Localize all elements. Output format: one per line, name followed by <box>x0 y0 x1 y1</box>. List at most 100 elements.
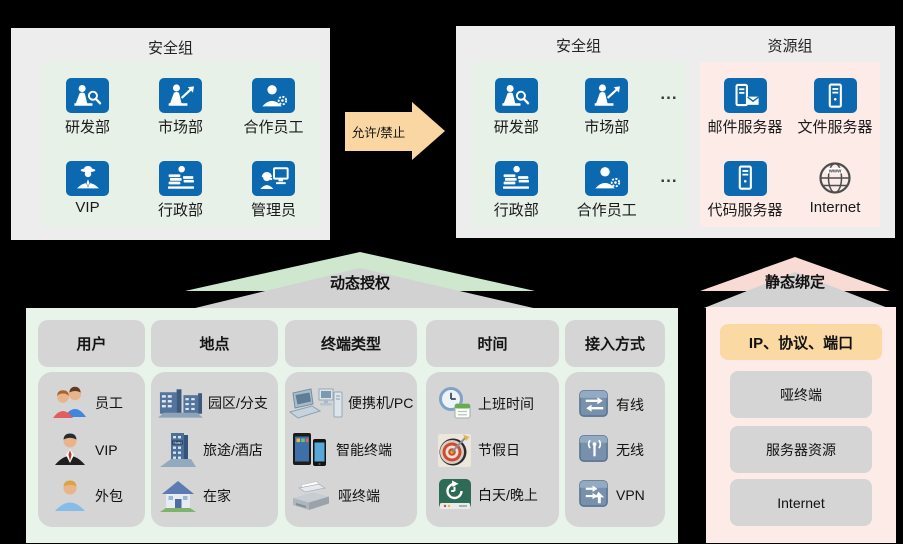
policy-item-dumb-terminal: 哑终端 <box>287 476 415 516</box>
group-member-marketing: 市场部 <box>134 62 227 145</box>
policy-item-wireless: 无线 <box>567 433 663 466</box>
policy-item-day-night: 白天/晚上 <box>428 477 557 513</box>
group-member-label: 研发部 <box>64 119 110 136</box>
policy-item-label: 哑终端 <box>338 488 380 505</box>
policy-item-hotel: Hotel 旅途/酒店 <box>153 430 276 470</box>
resource-group-title: 资源组 <box>767 38 813 55</box>
policy-item-laptop-pc: 便携机/PC <box>287 383 415 423</box>
group-member-vip: VIP <box>41 145 134 228</box>
destination-groups-panel: 安全组 资源组 研发部 <box>456 26 895 238</box>
hotel-icon: Hotel <box>158 430 198 470</box>
marketing-dept-icon <box>585 78 629 113</box>
group-member-administrator: 管理员 <box>227 145 320 228</box>
dest-security-group-area: 研发部 市场部 ... <box>471 62 686 227</box>
column-header: 地点 <box>151 320 278 367</box>
employees-icon <box>50 383 90 423</box>
source-security-group-panel: 安全组 研发部 <box>11 28 330 240</box>
binding-item-internet: Internet <box>730 479 872 526</box>
vpn-icon <box>578 478 611 511</box>
policy-item-wired: 有线 <box>567 388 663 421</box>
policy-item-smart-terminal: 智能终端 <box>287 430 415 470</box>
policy-item-label: 员工 <box>95 394 123 411</box>
policy-item-outsource: 外包 <box>40 476 143 516</box>
group-member-label: 市场部 <box>584 119 630 136</box>
resource-label: 代码服务器 <box>707 201 783 219</box>
binding-item-dumb-terminal: 哑终端 <box>730 371 872 418</box>
source-group-title: 安全组 <box>147 40 193 57</box>
group-member-admin-dept: 行政部 <box>471 145 562 228</box>
column-header: 时间 <box>426 320 559 367</box>
group-member-label: 合作员工 <box>243 119 304 136</box>
policy-item-home: 在家 <box>153 476 276 516</box>
more-members-ellipsis: ... <box>660 166 678 186</box>
group-member-rnd: 研发部 <box>41 62 134 145</box>
resource-group-area: 邮件服务器 文件服务器 <box>700 62 880 227</box>
dartboard-icon <box>437 432 473 468</box>
policy-item-label: 园区/分支 <box>208 394 268 411</box>
policy-item-label: 上班时间 <box>478 395 534 412</box>
resource-code-server: 代码服务器 <box>700 145 790 228</box>
policy-item-label: 在家 <box>203 488 231 505</box>
rnd-dept-icon <box>494 78 538 113</box>
laptop-pc-icon <box>289 383 343 423</box>
group-member-label: 管理员 <box>250 201 296 219</box>
wired-icon <box>578 388 611 421</box>
policy-matrix-panel: 用户 员工 <box>26 308 678 543</box>
group-member-label: 合作员工 <box>576 201 637 219</box>
static-bind-label: 静态绑定 <box>764 274 825 291</box>
allow-deny-arrow-head <box>412 102 445 160</box>
partner-staff-icon <box>252 78 295 113</box>
wireless-icon <box>578 433 611 466</box>
static-binding-panel: IP、协议、端口 哑终端 服务器资源 Internet <box>706 307 896 543</box>
group-member-marketing: 市场部 <box>562 62 653 145</box>
column-body: 员工 VIP <box>38 372 145 527</box>
policy-column-terminal-type: 终端类型 <box>285 320 417 527</box>
policy-item-holiday: 节假日 <box>428 432 557 468</box>
binding-item-server-resources: 服务器资源 <box>730 426 872 473</box>
vip-person-icon <box>50 430 90 470</box>
policy-item-employee: 员工 <box>40 383 143 423</box>
policy-item-label: 白天/晚上 <box>478 487 538 504</box>
policy-item-label: 有线 <box>616 396 644 413</box>
policy-item-label: 便携机/PC <box>348 394 414 411</box>
time-machine-icon <box>437 477 473 513</box>
more-members-ellipsis: ... <box>660 84 678 103</box>
security-group-title: 安全组 <box>555 38 601 55</box>
svg-text:Hotel: Hotel <box>174 440 182 444</box>
home-icon <box>158 476 198 516</box>
group-member-admin-dept: 行政部 <box>134 145 227 228</box>
vip-icon <box>66 160 109 196</box>
group-member-rnd: 研发部 <box>471 62 562 145</box>
tablet-phone-icon <box>289 430 331 470</box>
policy-item-campus: 园区/分支 <box>153 383 276 423</box>
dynamic-auth-label: 动态授权 <box>329 275 390 292</box>
column-body: 便携机/PC <box>285 372 417 527</box>
column-body: 有线 <box>565 372 665 527</box>
policy-column-access-method: 接入方式 <box>565 320 665 527</box>
policy-item-label: VPN <box>616 486 645 503</box>
marketing-dept-icon <box>159 78 202 113</box>
file-server-icon <box>813 78 857 113</box>
policy-item-vpn: VPN <box>567 478 663 511</box>
group-member-label: 行政部 <box>493 201 539 219</box>
group-member-label: VIP <box>75 198 100 216</box>
policy-item-label: VIP <box>95 441 118 458</box>
allow-deny-label: 允许/禁止 <box>351 126 406 140</box>
column-header: 接入方式 <box>565 320 665 367</box>
column-header: 终端类型 <box>285 320 417 367</box>
group-member-label: 行政部 <box>157 201 203 219</box>
static-bind-chevron <box>700 257 890 308</box>
policy-item-vip: VIP <box>40 430 143 470</box>
policy-item-label: 智能终端 <box>336 441 392 458</box>
rnd-dept-icon <box>66 78 109 113</box>
resource-label: 文件服务器 <box>797 119 873 136</box>
resource-label: Internet <box>809 198 861 216</box>
group-member-partner: 合作员工 <box>562 145 653 228</box>
internet-globe-icon: www <box>817 160 853 196</box>
resource-file-server: 文件服务器 <box>790 62 880 145</box>
column-body: 园区/分支 <box>151 372 278 527</box>
source-group-area: 研发部 市场部 <box>41 62 320 227</box>
partner-staff-icon <box>585 160 629 196</box>
column-header: 用户 <box>38 320 145 367</box>
